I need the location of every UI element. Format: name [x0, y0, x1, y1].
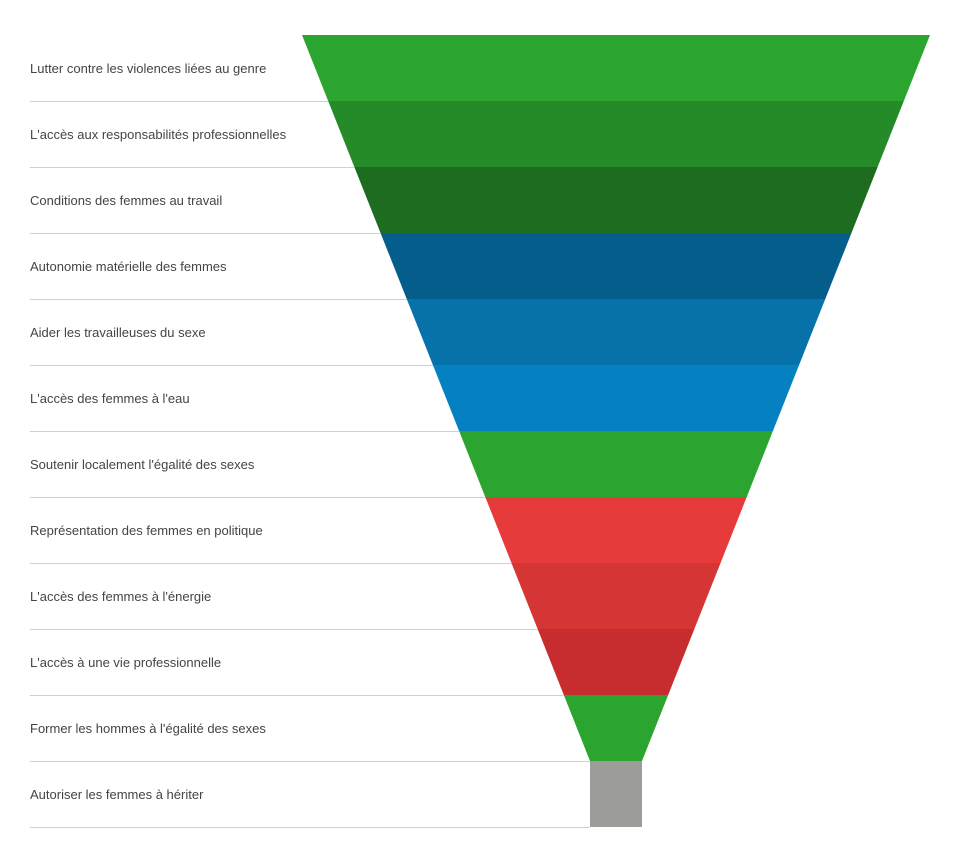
funnel-segment: [328, 101, 904, 167]
funnel-segment: [406, 299, 826, 365]
funnel-segment: [485, 497, 747, 563]
funnel-segment: [537, 629, 695, 695]
category-label: Former les hommes à l'égalité des sexes: [30, 721, 266, 736]
funnel-segment: [302, 35, 930, 101]
category-label: L'accès des femmes à l'énergie: [30, 589, 211, 604]
row-dividers: [30, 101, 590, 828]
category-label: Autonomie matérielle des femmes: [30, 259, 227, 274]
category-label: Soutenir localement l'égalité des sexes: [30, 457, 255, 472]
category-label: Autoriser les femmes à hériter: [30, 787, 204, 802]
funnel-segment: [380, 233, 852, 299]
funnel-segment: [590, 761, 642, 827]
category-label: Conditions des femmes au travail: [30, 193, 222, 208]
funnel-segment: [432, 365, 800, 431]
category-label: Représentation des femmes en politique: [30, 523, 263, 538]
category-labels: Lutter contre les violences liées au gen…: [30, 61, 287, 802]
category-label: L'accès aux responsabilités professionne…: [30, 127, 287, 142]
funnel-segment: [354, 167, 878, 233]
category-label: Lutter contre les violences liées au gen…: [30, 61, 266, 76]
funnel-segment: [511, 563, 721, 629]
funnel-segments: [302, 35, 930, 827]
funnel-segment: [563, 695, 669, 761]
category-label: L'accès des femmes à l'eau: [30, 391, 190, 406]
category-label: L'accès à une vie professionnelle: [30, 655, 221, 670]
funnel-segment: [459, 431, 773, 497]
category-label: Aider les travailleuses du sexe: [30, 325, 206, 340]
